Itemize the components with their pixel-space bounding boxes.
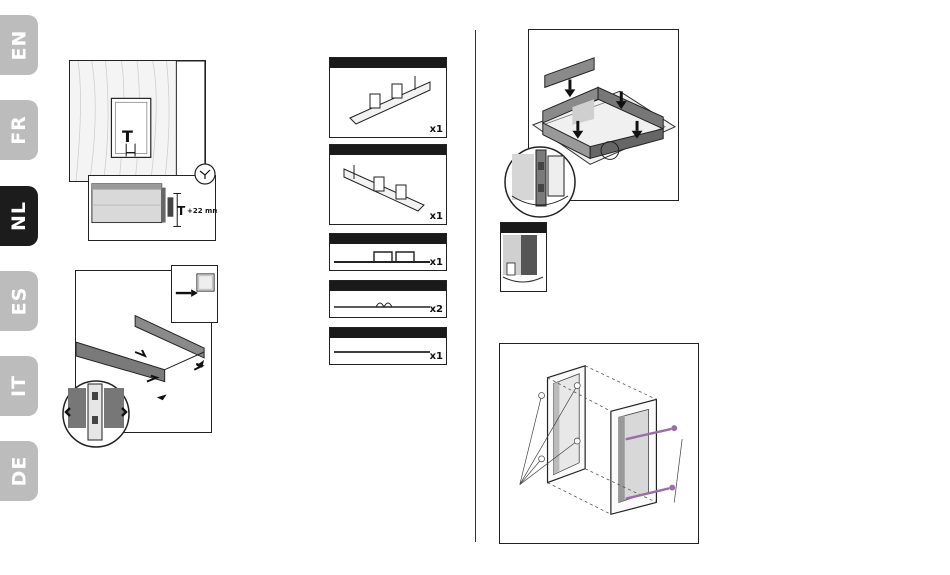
dim-label-svg: T +22 mm <box>177 197 217 221</box>
part-card-right-bracket: x1 <box>329 144 447 225</box>
corner-close-up-inset <box>500 222 547 292</box>
part-card-long-rod: x2 <box>329 280 447 318</box>
t-label-wall-svg: T <box>118 124 142 148</box>
lang-tab-de[interactable]: DE <box>0 441 38 501</box>
wall-cutout-illustration <box>69 60 206 182</box>
long-rod-drawing <box>330 291 445 315</box>
inset-header <box>501 223 546 233</box>
lang-tab-es[interactable]: ES <box>0 271 38 331</box>
right-bracket-drawing <box>330 155 445 221</box>
lang-tab-label: ES <box>8 287 30 316</box>
t-label-wall: T <box>122 127 133 146</box>
lang-tab-label: DE <box>8 456 30 487</box>
part-card-header <box>330 145 446 155</box>
lang-tab-nl[interactable]: NL <box>0 186 38 246</box>
part-card-header <box>330 58 446 68</box>
dim-label-extra: +22 mm <box>187 207 217 215</box>
short-rod-drawing <box>330 338 445 362</box>
lang-tab-label: NL <box>8 201 30 231</box>
frame-clip-magnifier <box>502 144 578 220</box>
part-quantity: x1 <box>430 211 443 222</box>
part-quantity: x1 <box>430 351 443 362</box>
clip-detail-magnifier <box>60 378 132 450</box>
lang-tab-label: FR <box>8 115 30 145</box>
corner-detail-drawing <box>172 266 217 322</box>
wall-cutout-drawing <box>70 61 205 181</box>
dim-label: T <box>177 204 186 218</box>
corner-close-up-drawing <box>501 233 545 289</box>
lang-tab-label: IT <box>8 375 30 397</box>
part-quantity: x2 <box>430 304 443 315</box>
lang-tab-it[interactable]: IT <box>0 356 38 416</box>
lang-tab-en[interactable]: EN <box>0 15 38 75</box>
part-card-short-rod: x1 <box>329 327 447 365</box>
exploded-view-drawing <box>500 344 698 543</box>
exploded-view-illustration <box>499 343 699 544</box>
lang-tab-label: EN <box>8 30 30 61</box>
part-card-header <box>330 234 446 244</box>
part-card-header <box>330 328 446 338</box>
joint-connector-drawing <box>330 244 445 268</box>
tool-callout-svg <box>193 162 217 186</box>
lang-tab-fr[interactable]: FR <box>0 100 38 160</box>
corner-detail-inset <box>171 265 218 323</box>
tool-callout-circle <box>195 164 215 184</box>
part-card-header <box>330 281 446 291</box>
page-divider <box>475 30 476 542</box>
part-quantity: x1 <box>430 257 443 268</box>
part-card-joint-connector: x1 <box>329 233 447 271</box>
part-card-left-bracket: x1 <box>329 57 447 138</box>
part-quantity: x1 <box>430 124 443 135</box>
left-bracket-drawing <box>330 68 445 134</box>
